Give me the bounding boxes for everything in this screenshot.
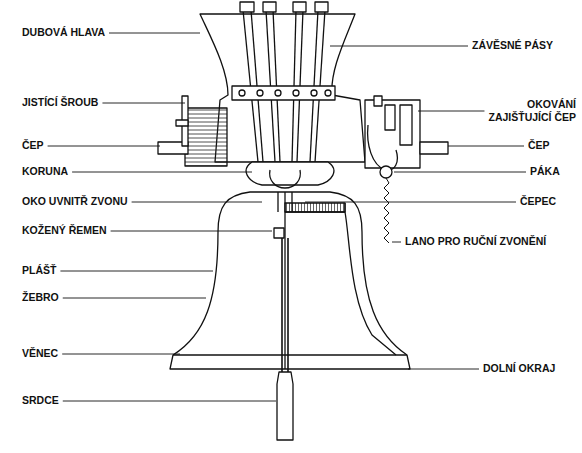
part-label: ČEP (22, 139, 44, 152)
part-label: JISTÍCÍ ŠROUB (22, 96, 98, 109)
leader-line (330, 46, 468, 47)
leader-line (448, 146, 524, 147)
leader-line (418, 111, 484, 112)
part-label: LANO PRO RUČNÍ ZVONĚNÍ (405, 235, 546, 248)
leader-line (305, 202, 516, 203)
part-label: PÁKA (530, 165, 560, 178)
leader-line (408, 369, 479, 370)
part-label: ŽEBRO (22, 291, 59, 304)
part-label: SRDCE (22, 394, 59, 407)
part-label: VĚNEC (22, 347, 58, 360)
part-label: ČEPEC (520, 195, 556, 208)
leader-line (63, 401, 276, 402)
part-label: DUBOVÁ HLAVA (22, 26, 105, 39)
part-label: KORUNA (22, 165, 68, 178)
part-label: OKOVÁNÍ ZAJIŠŤUJÍCÍ ČEP (466, 98, 576, 124)
leader-line (62, 354, 180, 355)
part-label: DOLNÍ OKRAJ (483, 362, 555, 375)
leader-line (48, 146, 160, 147)
part-label: ZÁVĚSNÉ PÁSY (472, 39, 553, 52)
part-label: OKO UVNITŘ ZVONU (22, 195, 128, 208)
leader-line (132, 202, 262, 203)
leader-line (394, 172, 526, 173)
leader-line (72, 172, 252, 173)
leader-line (109, 33, 200, 34)
leader-line (111, 231, 272, 232)
part-label: KOŽENÝ ŘEMEN (22, 224, 107, 237)
part-label: PLÁŠŤ (22, 264, 56, 277)
leader-line (63, 298, 206, 299)
leader-line (392, 242, 401, 243)
leader-line (102, 103, 185, 104)
part-label: ČEP (528, 139, 550, 152)
leader-line (60, 271, 213, 272)
